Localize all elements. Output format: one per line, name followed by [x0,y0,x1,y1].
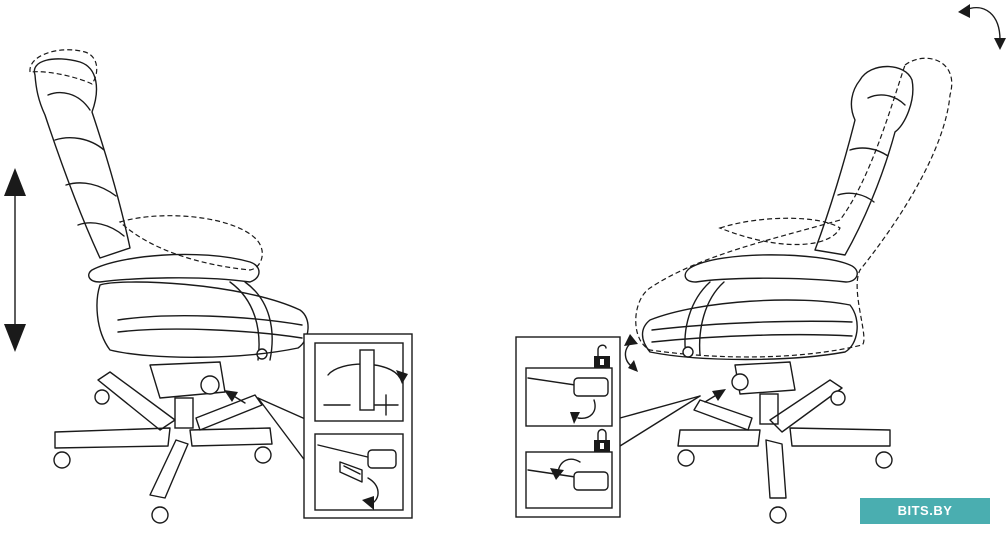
left-inset-detail [303,333,413,519]
right-star-base [677,379,893,524]
left-headrest-dashed [29,49,98,85]
right-chair [515,4,1006,524]
left-seat-dashed [118,215,263,271]
watermark-badge: BITS.BY [860,498,990,524]
unlock-icon [594,344,610,368]
right-backrest [814,65,914,256]
left-mechanism [149,361,226,399]
right-lever-pointer-arrow-icon [704,389,726,403]
lever-pointer-arrow-icon [224,390,246,404]
tilt-small-arrow-icon [624,334,638,372]
left-armrest [88,253,260,283]
left-chair [4,49,413,524]
left-star-base [53,371,273,524]
vertical-double-arrow-icon [4,168,26,352]
lock-icon [594,428,610,452]
recline-arrow-icon [958,4,1006,50]
left-backrest [33,58,131,259]
right-backrest-dashed [635,57,953,358]
right-armrest [684,254,858,283]
right-seat [641,299,858,361]
left-seat [96,281,309,358]
right-inset-detail [515,336,621,518]
